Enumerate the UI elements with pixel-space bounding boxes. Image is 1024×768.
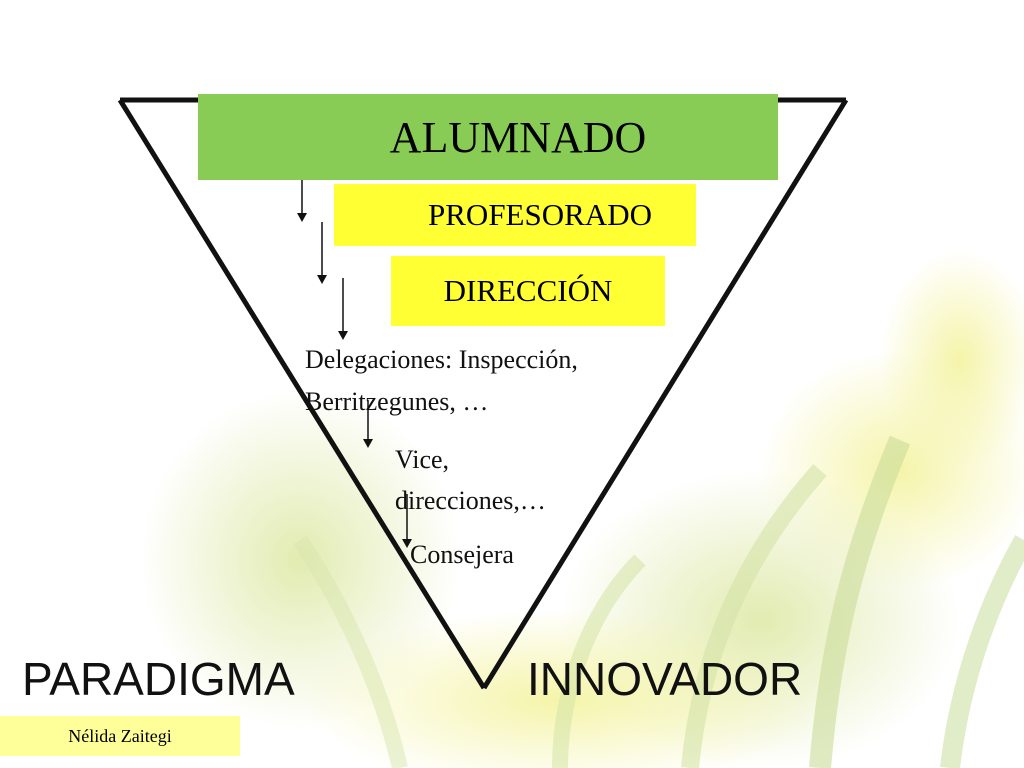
arrow-1 — [297, 180, 307, 222]
vice-line-1: Vice, — [395, 445, 450, 474]
level-profesorado-label: PROFESORADO — [428, 197, 652, 232]
delegaciones-line-2: Berritzegunes, … — [305, 387, 489, 416]
level-alumnado-label: ALUMNADO — [389, 112, 647, 162]
level-profesorado-box: PROFESORADO — [334, 184, 696, 246]
level-alumnado-box: ALUMNADO — [198, 94, 778, 180]
arrow-4 — [363, 400, 373, 448]
paradigma-label: PARADIGMA — [22, 653, 295, 705]
consejera-label: Consejera — [410, 540, 514, 569]
innovador-label: INNOVADOR — [527, 653, 803, 705]
arrow-3 — [338, 278, 348, 340]
arrow-5 — [402, 494, 412, 548]
level-direccion-label: DIRECCIÓN — [443, 273, 613, 308]
level-direccion-box: DIRECCIÓN — [391, 256, 665, 326]
delegaciones-line-1: Delegaciones: Inspección, — [305, 345, 578, 374]
author-label: Nélida Zaitegi — [68, 725, 172, 746]
vice-line-2: direcciones,… — [395, 486, 546, 515]
author-box: Nélida Zaitegi — [0, 716, 240, 756]
arrow-2 — [317, 222, 327, 284]
